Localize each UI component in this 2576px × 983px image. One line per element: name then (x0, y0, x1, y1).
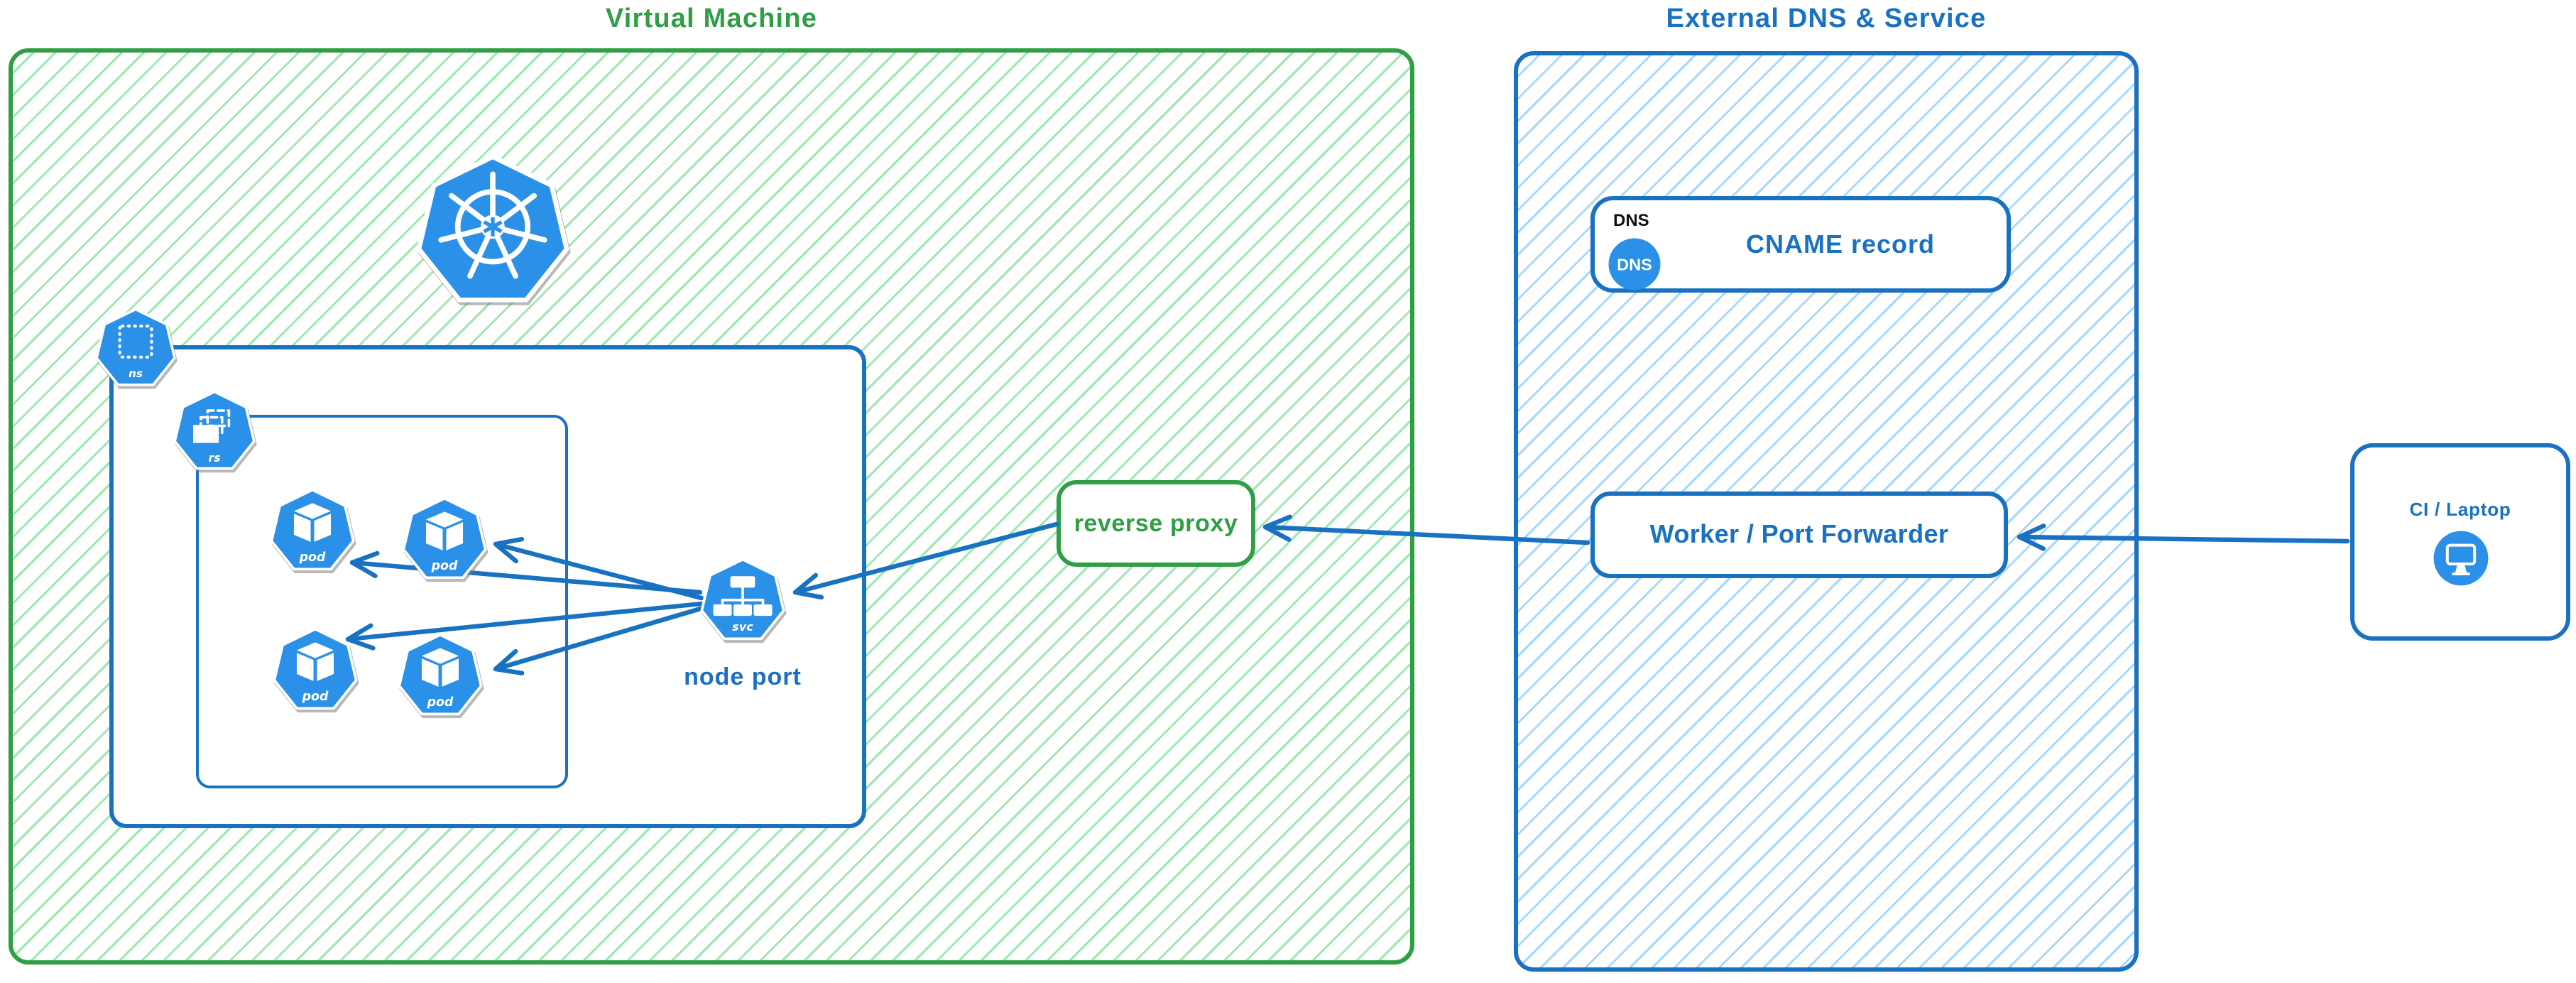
dns-badge-label: DNS (1617, 255, 1652, 273)
service-icon: svc (700, 558, 785, 641)
pod-icon: pod (270, 488, 355, 571)
pod-icon: pod (273, 627, 358, 710)
pod-label: pod (299, 550, 326, 565)
pod-label: pod (427, 695, 454, 710)
pod-icon: pod (398, 633, 483, 716)
node-port-label: node port (684, 663, 802, 690)
reverse-proxy-box: reverse proxy (1057, 480, 1255, 567)
namespace-icon: ns (95, 308, 176, 386)
ci-laptop-label: CI / Laptop (2409, 498, 2511, 519)
worker-port-forwarder-box: Worker / Port Forwarder (1590, 492, 2008, 578)
reverse-proxy-label: reverse proxy (1074, 509, 1238, 536)
external-dns-service-title: External DNS & Service (1666, 4, 1987, 34)
pod-label: pod (302, 690, 329, 704)
worker-port-forwarder-label: Worker / Port Forwarder (1649, 520, 1949, 548)
ci-laptop-box: CI / Laptop (2350, 443, 2570, 641)
pod-label: pod (431, 559, 458, 573)
monitor-icon (2433, 530, 2488, 585)
pod-icon: pod (402, 496, 487, 580)
cname-record-label: CNAME record (1745, 229, 1936, 258)
dns-card-tag: DNS (1613, 210, 1649, 230)
dns-card: DNS DNS CNAME record (1590, 196, 2011, 293)
kubernetes-logo-icon (416, 154, 569, 303)
dns-badge-icon: DNS (1608, 238, 1661, 290)
namespace-icon-label: ns (129, 367, 143, 380)
replicaset-icon-label: rs (209, 452, 221, 465)
service-icon-label: svc (732, 620, 753, 634)
virtual-machine-title: Virtual Machine (605, 4, 818, 34)
replicaset-icon: rs (173, 390, 256, 470)
